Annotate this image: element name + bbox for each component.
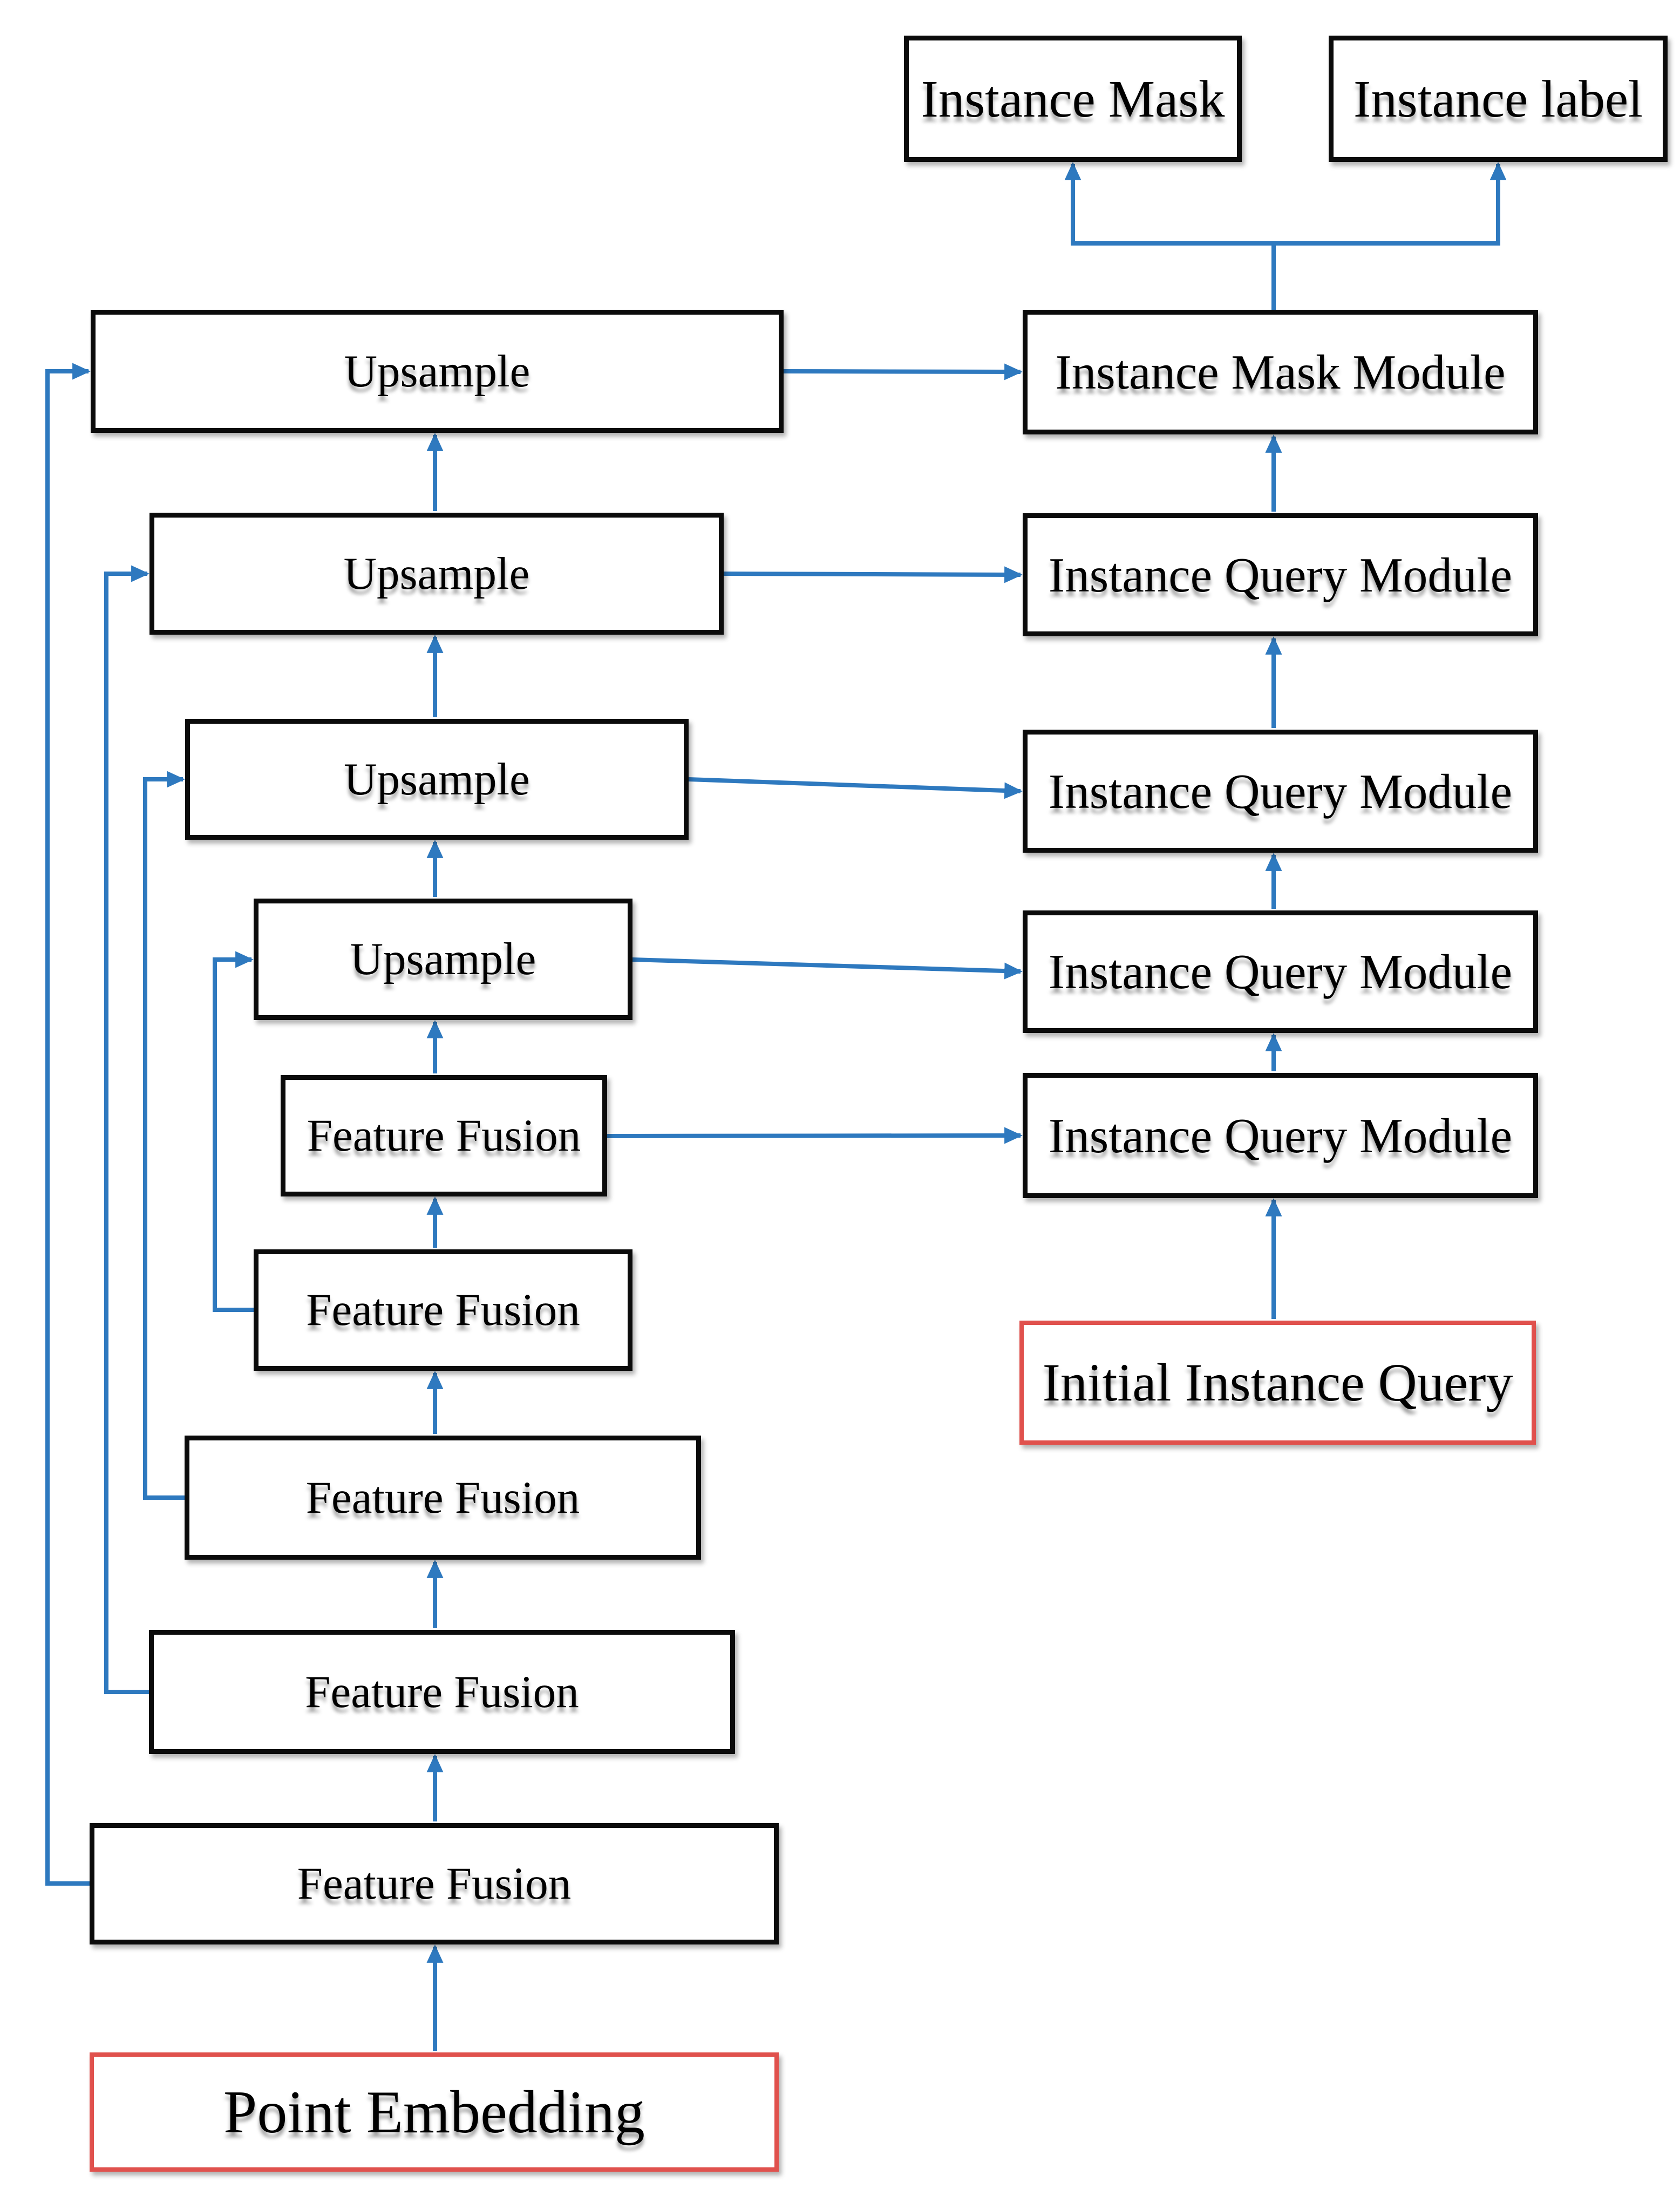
node-point-embedding: Point Embedding — [90, 2052, 779, 2172]
node-feature-fusion-1: Feature Fusion — [281, 1075, 607, 1196]
arrow-upsample-3-to-instance-query-module-2 — [688, 777, 1023, 799]
node-output-instance-label: Instance label — [1329, 36, 1668, 162]
skip-feature-fusion-3-to-upsample-3 — [143, 771, 186, 1500]
node-initial-instance-query: Initial Instance Query — [1019, 1321, 1536, 1445]
skip-feature-fusion-2-to-upsample-4 — [213, 951, 255, 1312]
node-upsample-2: Upsample — [149, 513, 724, 635]
arrow-upsample-4-to-instance-query-module-3 — [632, 957, 1023, 980]
node-upsample-4: Upsample — [254, 899, 632, 1020]
node-upsample-3: Upsample — [185, 719, 689, 840]
arrow-upsample-1-to-instance-mask-module — [783, 363, 1023, 380]
node-feature-fusion-2: Feature Fusion — [254, 1249, 632, 1371]
node-instance-query-module-1: Instance Query Module — [1023, 513, 1538, 636]
node-upsample-1: Upsample — [91, 310, 784, 433]
skip-feature-fusion-5-to-upsample-1 — [45, 363, 91, 1886]
node-instance-mask-module: Instance Mask Module — [1023, 310, 1538, 434]
node-output-instance-mask: Instance Mask — [904, 36, 1242, 162]
node-instance-query-module-4: Instance Query Module — [1023, 1073, 1538, 1198]
arrow-upsample-2-to-instance-query-module-1 — [723, 566, 1023, 583]
skip-feature-fusion-4-to-upsample-2 — [104, 565, 150, 1694]
node-instance-query-module-3: Instance Query Module — [1023, 910, 1538, 1033]
node-feature-fusion-5: Feature Fusion — [90, 1823, 779, 1944]
arrow-mask-module-to-instance-mask — [1064, 162, 1276, 310]
node-instance-query-module-2: Instance Query Module — [1023, 730, 1538, 853]
node-feature-fusion-4: Feature Fusion — [149, 1630, 735, 1754]
node-feature-fusion-3: Feature Fusion — [185, 1436, 701, 1560]
arrow-mask-module-to-instance-label — [1274, 162, 1507, 246]
